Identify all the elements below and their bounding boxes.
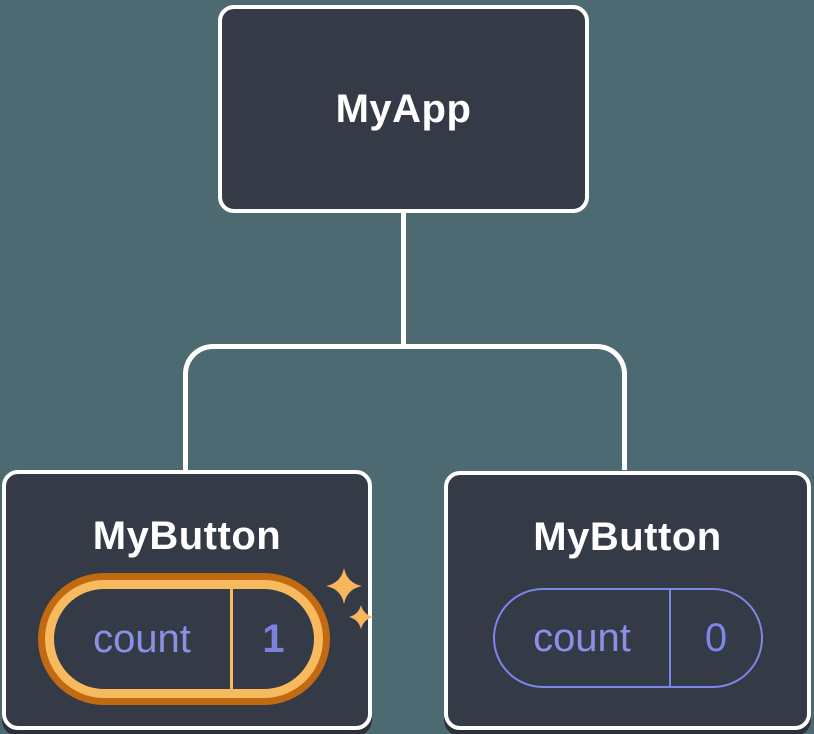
state-pill-plain: count 0	[493, 588, 763, 688]
state-pill-body: count 1	[54, 589, 314, 689]
state-pill-highlight-ring: count 1	[45, 580, 323, 698]
connector-bracket	[183, 344, 627, 470]
connector-stem	[401, 212, 406, 346]
tree-node-myapp: MyApp	[218, 5, 589, 213]
state-pill-divider	[230, 589, 233, 689]
sparkle-icon	[326, 568, 373, 629]
state-name: count	[533, 615, 631, 660]
state-value: 0	[704, 615, 728, 660]
tree-node-mybutton-right: MyButton count 0	[444, 471, 811, 730]
state-pill-divider	[669, 590, 671, 686]
node-label-mybutton-left: MyButton	[92, 514, 282, 558]
state-value: 1	[262, 616, 285, 661]
node-label-myapp: MyApp	[335, 86, 472, 131]
node-label-mybutton-right: MyButton	[533, 515, 722, 559]
tree-node-mybutton-left: MyButton count 1	[2, 470, 373, 730]
state-pill-highlighted: count 1	[38, 573, 330, 705]
state-name: count	[93, 616, 191, 661]
